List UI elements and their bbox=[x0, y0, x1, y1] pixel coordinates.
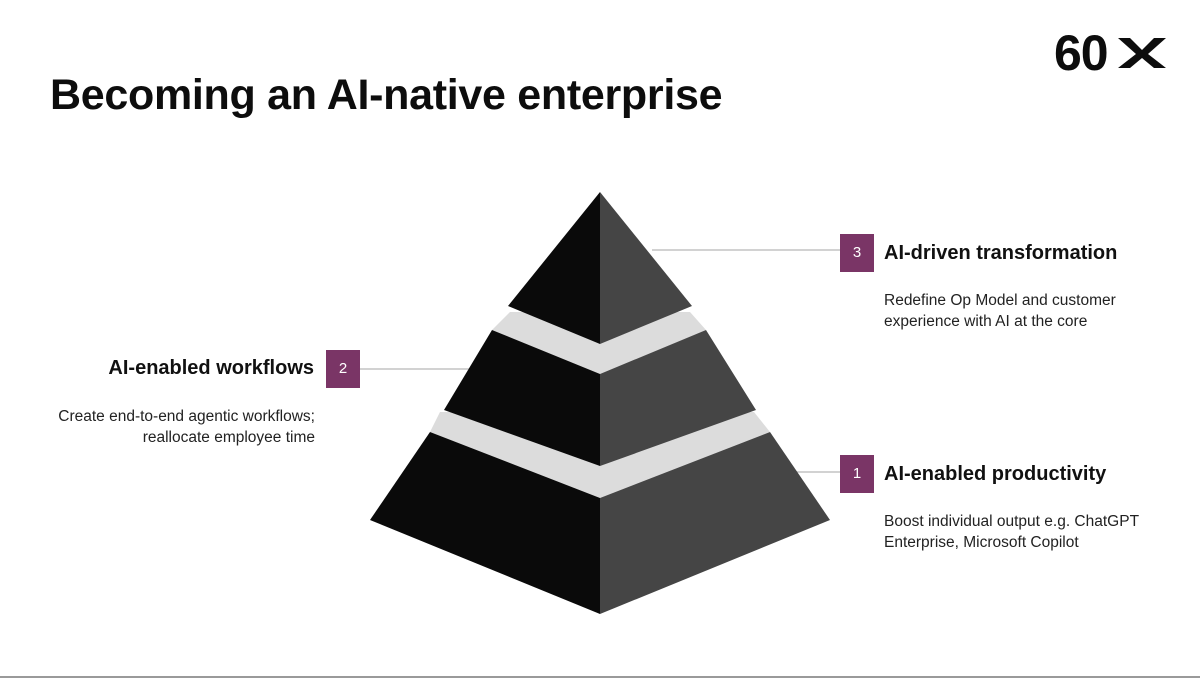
tier-1-title: AI-enabled productivity bbox=[884, 463, 1107, 485]
pyramid-tier-3-left-face bbox=[508, 192, 600, 344]
logo-x-mark bbox=[1118, 38, 1166, 68]
bottom-divider bbox=[0, 676, 1200, 678]
tier-3-number-badge: 3 bbox=[840, 234, 874, 272]
page-title: Becoming an AI-native enterprise bbox=[50, 71, 723, 119]
tier-1-description: Boost individual output e.g. ChatGPT Ent… bbox=[884, 513, 1139, 551]
tier-2-description: Create end-to-end agentic workflows; rea… bbox=[58, 408, 315, 446]
tier-2-title: AI-enabled workflows bbox=[108, 357, 314, 379]
tier-1-number-badge: 1 bbox=[840, 455, 874, 493]
pyramid-tier-3-right-face bbox=[600, 192, 692, 344]
pyramid-tier-1-left-face bbox=[370, 432, 600, 614]
pyramid-tier-2-right-face bbox=[600, 330, 756, 466]
tier-3-title: AI-driven transformation bbox=[884, 242, 1118, 264]
pyramid-tier-1-right-face bbox=[600, 432, 830, 614]
tier-2-number-badge: 2 bbox=[326, 350, 360, 388]
tier-3-description: Redefine Op Model and customer experienc… bbox=[884, 292, 1116, 330]
pyramid-tier-2-left-face bbox=[444, 330, 600, 466]
logo-text: 60 bbox=[1054, 25, 1109, 81]
brand-logo: 60 bbox=[1054, 25, 1170, 81]
